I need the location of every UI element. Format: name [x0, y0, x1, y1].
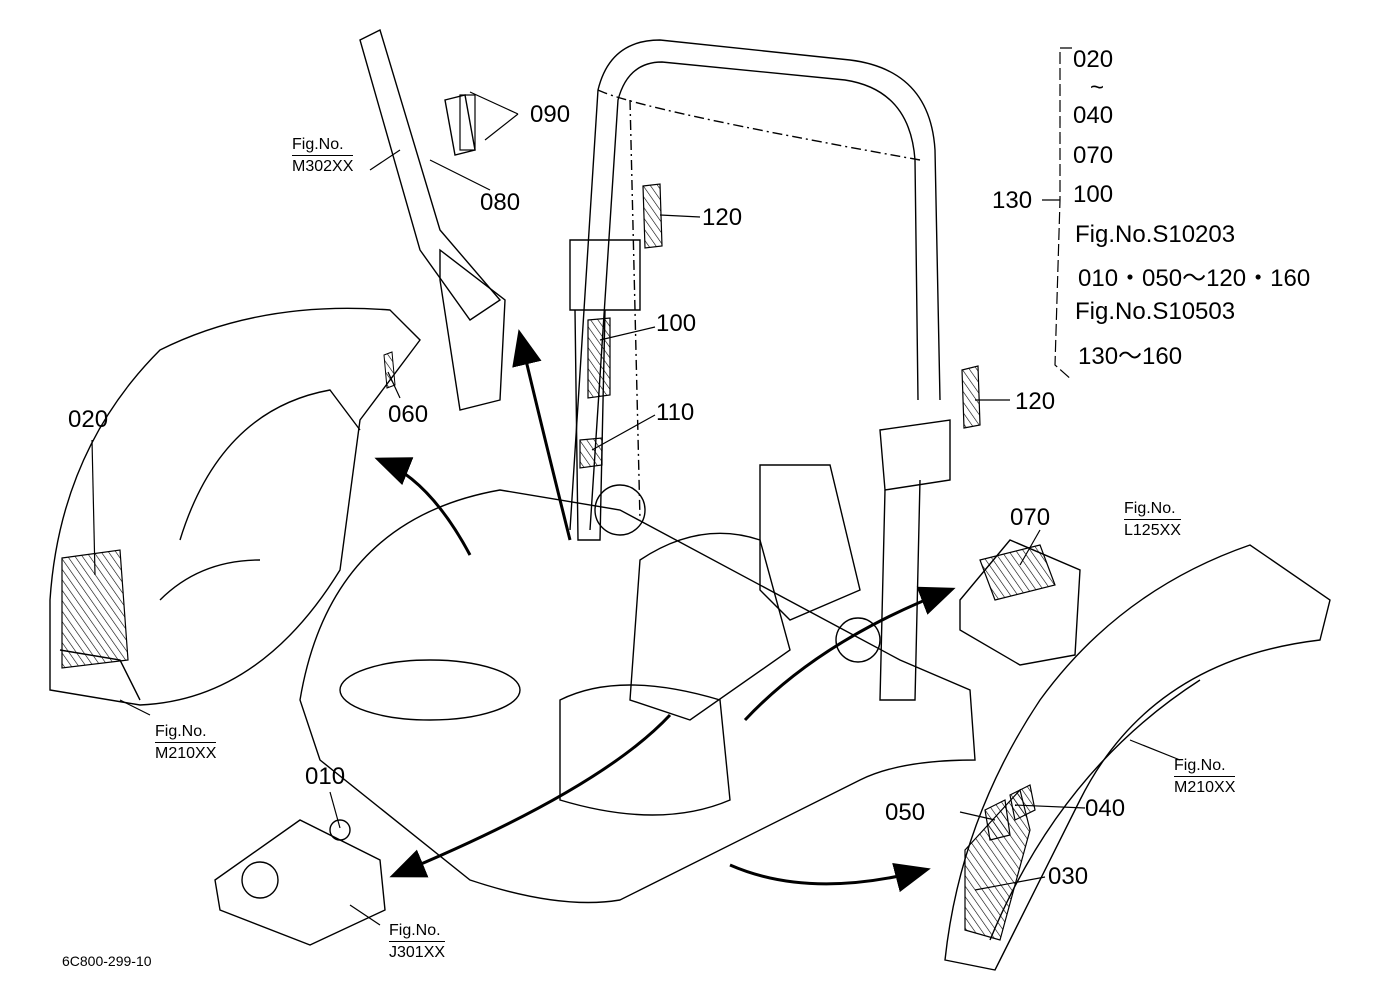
callout-040: 040	[1085, 795, 1126, 822]
legend-line-4: 070	[1073, 142, 1114, 169]
fig-ref-m302: Fig.No. M302XX	[292, 135, 354, 177]
fig-ref-number: M210XX	[1174, 776, 1236, 798]
decal-040	[1009, 784, 1036, 821]
left-fender	[49, 307, 421, 706]
legend-line-3: 040	[1073, 102, 1114, 129]
reflector-120-lower	[961, 365, 981, 429]
operator-station	[299, 464, 976, 904]
legend-line-2: ~	[1090, 74, 1105, 101]
reflector-120-upper	[642, 183, 663, 249]
decal-100	[587, 317, 611, 399]
fig-ref-title: Fig.No.	[1174, 757, 1226, 774]
fig-ref-number: L125XX	[1124, 519, 1181, 541]
fig-ref-number: M210XX	[155, 742, 217, 764]
legend-line-1: 020	[1073, 46, 1114, 73]
callout-080: 080	[480, 189, 521, 216]
leader-lines	[91, 47, 1181, 926]
callout-090: 090	[530, 101, 571, 128]
hydraulic-block	[214, 819, 386, 946]
fig-ref-number: M302XX	[292, 155, 354, 177]
fig-ref-title: Fig.No.	[389, 922, 441, 939]
decal-080	[459, 94, 476, 151]
callout-030: 030	[1048, 863, 1089, 890]
fig-ref-number: J301XX	[389, 941, 446, 963]
callout-060: 060	[388, 401, 429, 428]
rops-frame	[359, 29, 951, 701]
fig-ref-m210-right: Fig.No. M210XX	[1174, 756, 1236, 798]
callout-070: 070	[1010, 504, 1051, 531]
legend-line-7: 010・050～120・160	[1078, 265, 1311, 292]
callout-100: 100	[656, 310, 697, 337]
callout-120-lower: 120	[1015, 388, 1056, 415]
callout-120-upper: 120	[702, 204, 743, 231]
step-panel	[959, 539, 1081, 666]
legend-line-8: Fig.No.S10503	[1075, 298, 1236, 325]
decal-060	[383, 351, 396, 389]
fig-ref-title: Fig.No.	[292, 136, 344, 153]
legend-line-9: 130～160	[1078, 343, 1183, 370]
fig-ref-m210-left: Fig.No. M210XX	[155, 722, 217, 764]
decal-070	[979, 544, 1056, 601]
decal-050	[984, 799, 1011, 841]
decal-020	[61, 549, 129, 669]
fig-ref-l125: Fig.No. L125XX	[1124, 499, 1181, 541]
callout-020: 020	[68, 406, 109, 433]
flow-arrows	[374, 329, 956, 893]
callout-130: 130	[992, 187, 1033, 214]
fig-ref-title: Fig.No.	[1124, 500, 1176, 517]
drawing-code: 6C800-299-10	[62, 953, 152, 969]
callout-110: 110	[656, 399, 695, 426]
legend-line-6: Fig.No.S10203	[1075, 221, 1236, 248]
callout-010: 010	[305, 763, 346, 790]
decal-110	[579, 437, 603, 469]
legend-line-5: 100	[1073, 181, 1114, 208]
fig-ref-title: Fig.No.	[155, 723, 207, 740]
fig-ref-j301: Fig.No. J301XX	[389, 921, 446, 963]
callout-050: 050	[885, 799, 926, 826]
